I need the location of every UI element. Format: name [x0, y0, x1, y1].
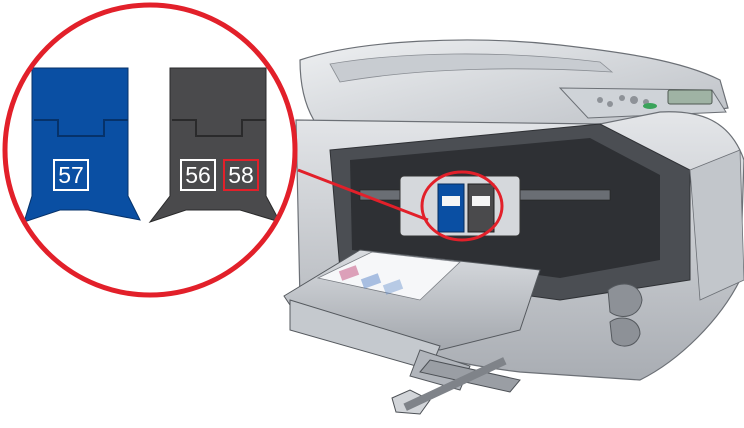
cartridge-number-56: 56	[180, 159, 216, 191]
cartridge-number-58: 58	[223, 159, 259, 191]
cartridge-number-57: 57	[53, 159, 89, 191]
callout-zoom	[0, 0, 300, 300]
cartridge-black-photo	[150, 68, 280, 222]
paper-tray	[284, 250, 540, 414]
cartridge-tri-color	[24, 68, 140, 222]
